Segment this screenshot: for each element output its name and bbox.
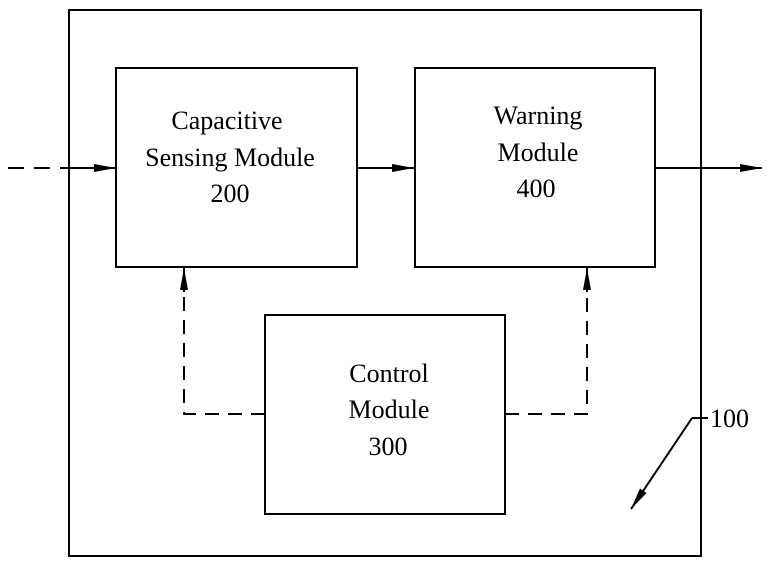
- control-module-line1: Control: [349, 359, 428, 388]
- system-boundary: [69, 10, 701, 556]
- capacitive-sensing-module-line2: Sensing Module: [145, 143, 315, 172]
- warning-module-line1: Warning: [494, 101, 583, 130]
- system-ref-leader-arrow: [631, 418, 692, 509]
- capacitive-sensing-module-line1: Capacitive: [171, 106, 282, 135]
- capacitive-sensing-module: Capacitive Sensing Module 200: [116, 68, 357, 267]
- warning-module-number: 400: [517, 174, 556, 203]
- control-module-line2: Module: [349, 395, 430, 424]
- warning-module-box: [415, 68, 655, 267]
- system-ref-label: 100: [710, 404, 749, 433]
- control-to-warning-dashed-connector: [505, 290, 587, 414]
- control-to-sensing-dashed-connector: [184, 290, 265, 414]
- control-module-number: 300: [369, 432, 408, 461]
- warning-module: Warning Module 400: [415, 68, 655, 267]
- capacitive-sensing-module-number: 200: [211, 179, 250, 208]
- control-module: Control Module 300: [265, 315, 505, 514]
- warning-module-line2: Module: [498, 138, 579, 167]
